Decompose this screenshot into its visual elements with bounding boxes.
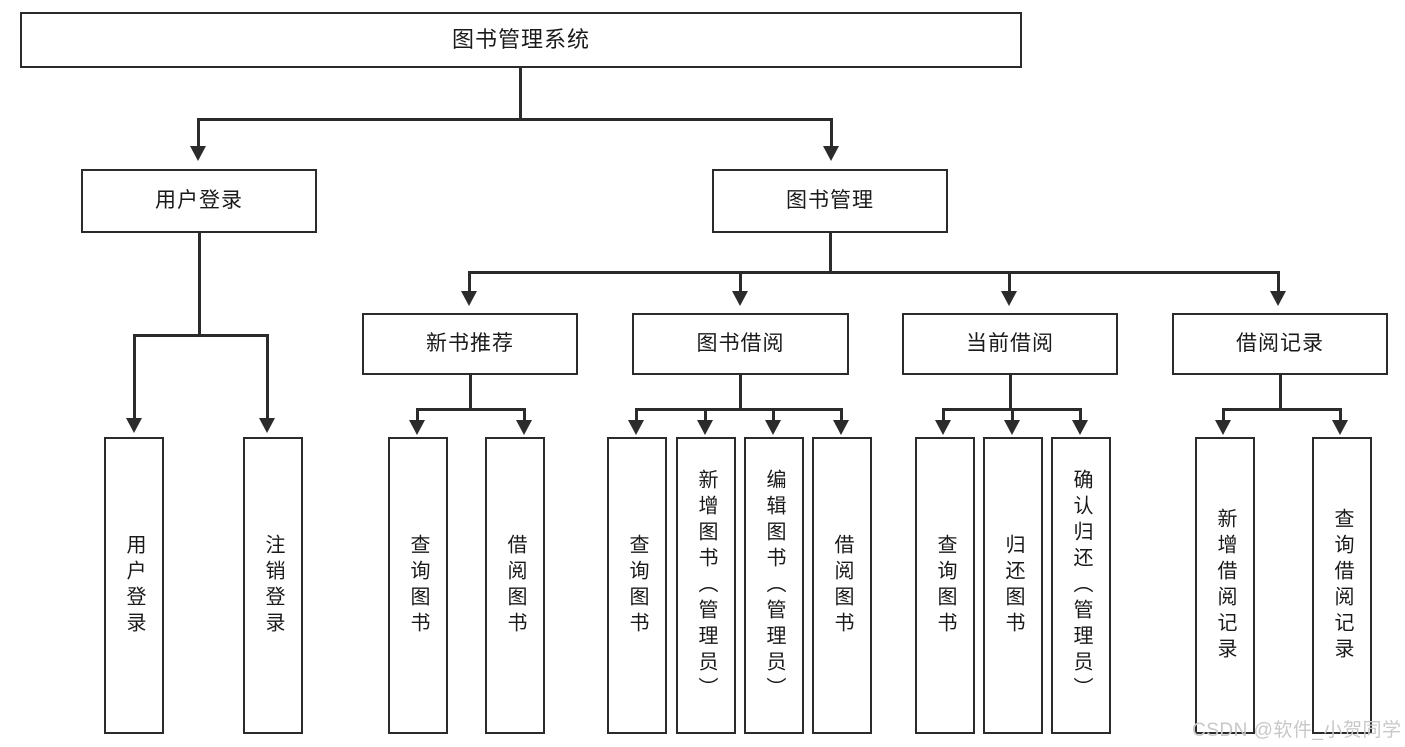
leaf-label: 注销登录 [262, 533, 284, 638]
arrow-new-book-child-1 [409, 420, 425, 435]
leaf-label: 借阅图书 [504, 533, 526, 638]
connector-root-stem [519, 68, 522, 120]
leaf-label: 新增图书（管理员） [695, 468, 717, 703]
arrow-book-manage-child-2 [732, 291, 748, 306]
arrow-root-to-user-login [190, 146, 206, 161]
arrow-book-borrow-child-1 [628, 420, 644, 435]
connector-borrow-record-stem [1279, 375, 1282, 410]
arrow-root-to-book-manage [823, 146, 839, 161]
connector-root-to-book-manage [830, 118, 833, 148]
leaf-label: 借阅图书 [831, 533, 853, 638]
leaf-label: 查询图书 [407, 533, 429, 638]
leaf-new-book-query-book[interactable]: 查询图书 [388, 437, 448, 734]
connector-book-manage-bus [468, 271, 1280, 274]
connector-book-manage-drop-4 [1277, 271, 1280, 293]
connector-new-book-bus [416, 408, 526, 411]
leaf-current-borrow-query-book[interactable]: 查询图书 [915, 437, 975, 734]
leaf-label: 查询借阅记录 [1331, 507, 1353, 664]
leaf-label: 查询图书 [934, 533, 956, 638]
connector-current-borrow-drop-2 [1011, 408, 1014, 422]
connector-current-borrow-drop-1 [942, 408, 945, 422]
connector-book-borrow-bus [635, 408, 843, 411]
connector-user-login-drop-1 [133, 334, 136, 420]
arrow-book-borrow-child-4 [833, 420, 849, 435]
leaf-current-borrow-return-book[interactable]: 归还图书 [983, 437, 1043, 734]
watermark-text: CSDN @软件_小贺同学 [1192, 720, 1402, 741]
connector-user-login-bus [133, 334, 269, 337]
node-new-book-recommend[interactable]: 新书推荐 [362, 313, 578, 375]
connector-new-book-drop-2 [523, 408, 526, 422]
leaf-book-borrow-edit-book[interactable]: 编辑图书（管理员） [744, 437, 804, 734]
connector-book-manage-drop-3 [1008, 271, 1011, 293]
connector-root-bus [197, 118, 833, 121]
connector-book-borrow-stem [739, 375, 742, 410]
leaf-new-book-borrow-book[interactable]: 借阅图书 [485, 437, 545, 734]
leaf-borrow-record-add-record[interactable]: 新增借阅记录 [1195, 437, 1255, 734]
arrow-borrow-record-child-1 [1215, 420, 1231, 435]
arrow-current-borrow-child-1 [935, 420, 951, 435]
arrow-current-borrow-child-3 [1072, 420, 1088, 435]
connector-borrow-record-drop-1 [1222, 408, 1225, 422]
connector-new-book-stem [469, 375, 472, 410]
arrow-current-borrow-child-2 [1004, 420, 1020, 435]
connector-new-book-drop-1 [416, 408, 419, 422]
arrow-book-manage-child-3 [1001, 291, 1017, 306]
connector-book-manage-drop-2 [739, 271, 742, 293]
arrow-user-login-child-2 [259, 418, 275, 433]
connector-book-borrow-drop-2 [704, 408, 707, 422]
connector-book-borrow-drop-3 [772, 408, 775, 422]
leaf-book-borrow-borrow-book[interactable]: 借阅图书 [812, 437, 872, 734]
node-root-system[interactable]: 图书管理系统 [20, 12, 1022, 68]
leaf-label: 归还图书 [1002, 533, 1024, 638]
leaf-label: 新增借阅记录 [1214, 507, 1236, 664]
leaf-book-borrow-add-book[interactable]: 新增图书（管理员） [676, 437, 736, 734]
node-book-management[interactable]: 图书管理 [712, 169, 948, 233]
arrow-book-manage-child-4 [1270, 291, 1286, 306]
leaf-current-borrow-confirm-return[interactable]: 确认归还（管理员） [1051, 437, 1111, 734]
arrow-user-login-child-1 [126, 418, 142, 433]
node-borrow-record[interactable]: 借阅记录 [1172, 313, 1388, 375]
connector-current-borrow-stem [1009, 375, 1012, 410]
leaf-borrow-record-query-record[interactable]: 查询借阅记录 [1312, 437, 1372, 734]
connector-book-manage-drop-1 [468, 271, 471, 293]
connector-current-borrow-bus [942, 408, 1079, 411]
arrow-book-borrow-child-3 [765, 420, 781, 435]
leaf-user-login-login[interactable]: 用户登录 [104, 437, 164, 734]
connector-user-login-drop-2 [266, 334, 269, 420]
leaf-label: 查询图书 [626, 533, 648, 638]
arrow-book-borrow-child-2 [697, 420, 713, 435]
leaf-label: 编辑图书（管理员） [763, 468, 785, 703]
node-user-login[interactable]: 用户登录 [81, 169, 317, 233]
connector-borrow-record-drop-2 [1339, 408, 1342, 422]
connector-book-borrow-drop-4 [840, 408, 843, 422]
leaf-book-borrow-query-book[interactable]: 查询图书 [607, 437, 667, 734]
connector-root-to-user-login [197, 118, 200, 148]
arrow-new-book-child-2 [516, 420, 532, 435]
node-book-borrow[interactable]: 图书借阅 [632, 313, 849, 375]
node-current-borrow[interactable]: 当前借阅 [902, 313, 1118, 375]
connector-borrow-record-bus [1222, 408, 1341, 411]
arrow-book-manage-child-1 [461, 291, 477, 306]
connector-current-borrow-drop-3 [1079, 408, 1082, 422]
leaf-label: 用户登录 [123, 533, 145, 638]
arrow-borrow-record-child-2 [1332, 420, 1348, 435]
leaf-label: 确认归还（管理员） [1070, 468, 1092, 703]
leaf-user-login-logout[interactable]: 注销登录 [243, 437, 303, 734]
connector-user-login-stem [198, 233, 201, 336]
connector-book-borrow-drop-1 [635, 408, 638, 422]
connector-book-manage-stem [829, 233, 832, 273]
